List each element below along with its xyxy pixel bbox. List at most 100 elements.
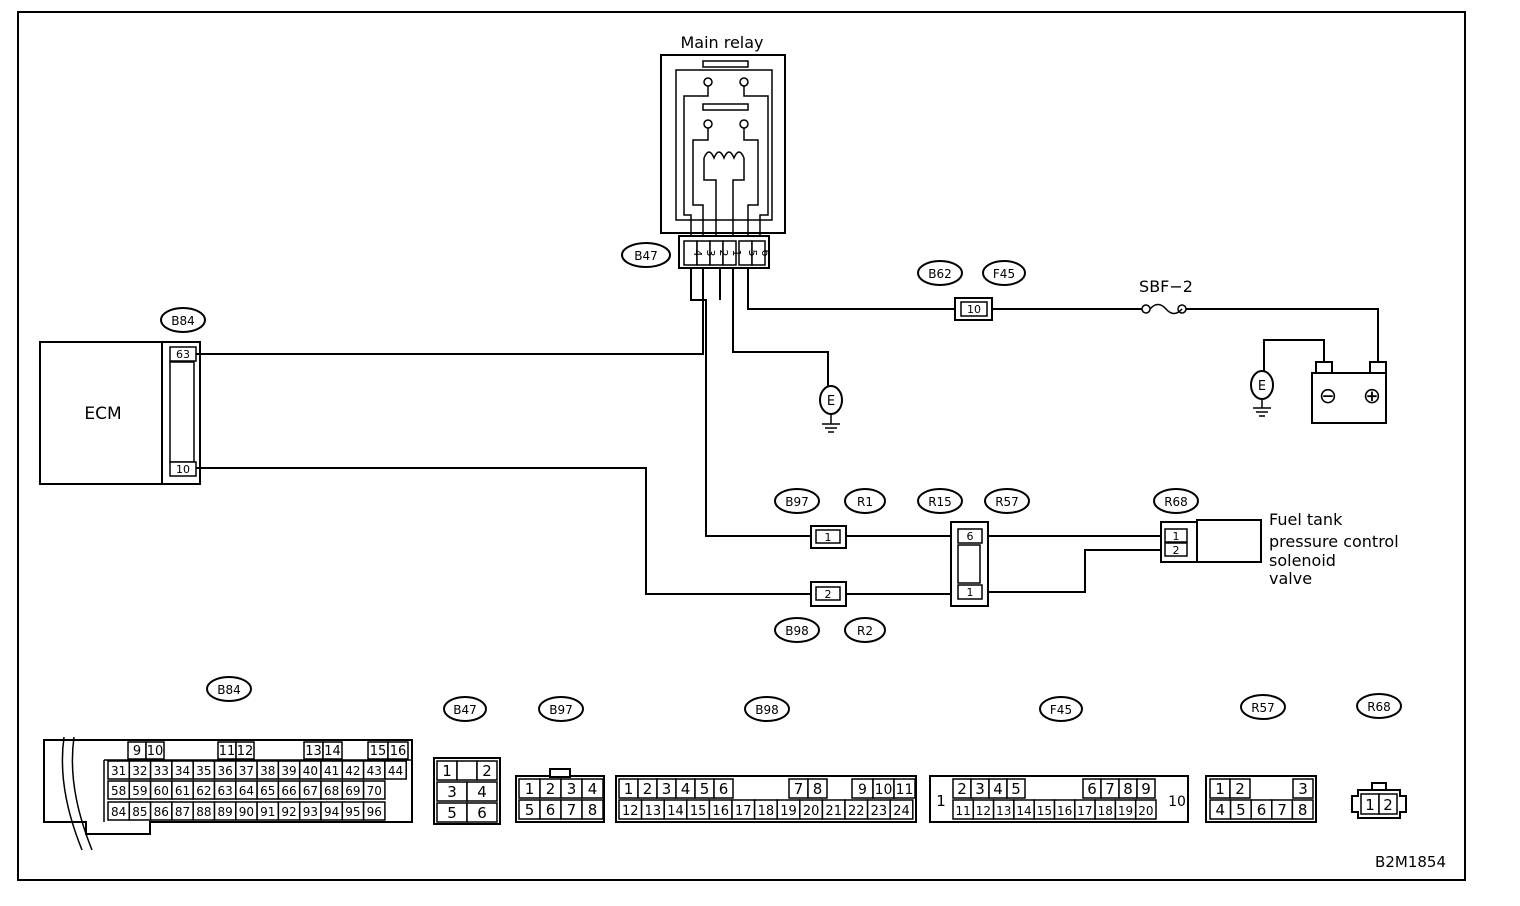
cv-b84-pin-66: 66	[281, 784, 296, 798]
svg-text:solenoid: solenoid	[1269, 551, 1336, 570]
cv-tag-r57: R57	[1240, 694, 1286, 720]
r15-r57-pin-1: 1	[967, 586, 974, 599]
svg-text:R57: R57	[1251, 701, 1275, 715]
cv-b84-cell	[362, 780, 386, 800]
cv-b98-pin-17: 17	[735, 804, 752, 819]
b47-pin-2: 2	[717, 250, 730, 257]
b47-pin-4: 4	[691, 250, 704, 257]
cv-r57-cell	[1229, 778, 1251, 799]
ecm-box	[39, 341, 163, 485]
cv-b84-pin-61: 61	[175, 784, 190, 798]
cv-f45-pin-15: 15	[1037, 804, 1052, 818]
svg-text:R68: R68	[1164, 495, 1188, 509]
cv-f45-pin-7: 7	[1105, 780, 1115, 798]
cv-b84-pin-88: 88	[196, 805, 211, 819]
cv-b84-pin-34: 34	[175, 764, 190, 778]
cv-b47-pin-2: 2	[482, 762, 492, 780]
cv-b84-pin-69: 69	[345, 784, 360, 798]
cv-f45-pin-20: 20	[1138, 804, 1153, 818]
tag-r2: R2	[844, 617, 886, 643]
b47-pins: 4 3 2 1 5 6	[683, 240, 772, 266]
tag-b47: B47	[621, 242, 671, 268]
cv-b98-pin-11: 11	[896, 782, 914, 798]
tag-b62: B62	[917, 260, 963, 286]
diagram-frame	[17, 11, 1466, 881]
cv-b84-pin-91: 91	[260, 805, 275, 819]
svg-text:valve: valve	[1269, 569, 1312, 588]
cv-b97-cell	[581, 799, 604, 820]
cv-b98-pin-16: 16	[712, 804, 729, 819]
cv-b84-pin-92: 92	[281, 805, 296, 819]
cv-f45-pin-1: 1	[936, 792, 946, 810]
cv-b97-pin-8: 8	[588, 801, 598, 819]
cv-b84-pin-37: 37	[239, 764, 254, 778]
cv-b84-pin-59: 59	[132, 784, 147, 798]
cv-b98-pin-3: 3	[662, 780, 672, 798]
cv-r57-pin-4: 4	[1216, 801, 1226, 819]
cv-tag-f45: F45	[1039, 696, 1083, 722]
svg-text:B62: B62	[928, 267, 952, 281]
cv-tag-r68: R68	[1356, 693, 1402, 719]
svg-text:F45: F45	[993, 267, 1015, 281]
cv-b98-pin-13: 13	[645, 804, 662, 819]
cv-b98-pin-9: 9	[858, 782, 867, 798]
battery-minus: ⊖	[1319, 384, 1337, 409]
battery	[1311, 361, 1387, 424]
cv-b84-pin-85: 85	[132, 805, 147, 819]
cv-r68-pin-1: 1	[1365, 796, 1375, 814]
cv-f45-pin-9: 9	[1141, 780, 1151, 798]
r15-r57-pin-6: 6	[967, 530, 974, 543]
cv-f45-pin-10: 10	[1168, 794, 1186, 810]
cv-b84-pin-70: 70	[367, 784, 382, 798]
solenoid-valve-box	[1196, 519, 1262, 563]
cv-b47-cells: 1 2 3 4 5 6	[436, 760, 498, 823]
cv-b98-pin-22: 22	[848, 804, 865, 819]
svg-text:E: E	[827, 394, 835, 409]
cv-b84-pin-36: 36	[218, 764, 233, 778]
cv-f45-pin-12: 12	[976, 804, 991, 818]
cv-b98-pin-10: 10	[875, 782, 893, 798]
cv-b97-pin-6: 6	[546, 801, 556, 819]
cv-b84-pin-93: 93	[303, 805, 318, 819]
cv-b84-pin-63: 63	[218, 784, 233, 798]
solenoid-valve-label: Fuel tank pressure control solenoid valv…	[1269, 510, 1399, 588]
tag-b98: B98	[774, 617, 820, 643]
svg-text:B98: B98	[785, 624, 809, 638]
cv-b84-pin-31: 31	[111, 764, 126, 778]
cv-b84-pin-35: 35	[196, 764, 211, 778]
cv-b84-pin-39: 39	[281, 764, 296, 778]
cv-b84-pin-86: 86	[154, 805, 169, 819]
sbf-label: SBF−2	[1139, 277, 1193, 296]
cv-b47-pin-3: 3	[447, 783, 457, 801]
cv-f45-pin-13: 13	[996, 804, 1011, 818]
svg-text:B98: B98	[755, 703, 779, 717]
main-relay	[660, 54, 786, 235]
cv-b98-pin-15: 15	[690, 804, 707, 819]
cv-f45-cell	[1136, 778, 1156, 799]
cv-b84-pin-96: 96	[367, 805, 382, 819]
cv-r57-pin-1: 1	[1215, 780, 1225, 798]
cv-f45-cell	[1134, 799, 1157, 820]
cv-b84-pin-58: 58	[111, 784, 126, 798]
cv-r57-cell	[1291, 799, 1314, 820]
cv-r57-pin-8: 8	[1298, 801, 1308, 819]
svg-text:B97: B97	[785, 495, 809, 509]
tag-r68: R68	[1153, 488, 1199, 514]
b98-r2-pin: 2	[825, 588, 832, 601]
battery-plus: ⊕	[1363, 384, 1381, 409]
cv-b98-cell	[893, 778, 916, 799]
cv-f45-pin-2: 2	[957, 780, 967, 798]
svg-text:B47: B47	[453, 703, 477, 717]
cv-b97-pin-5: 5	[525, 801, 535, 819]
tag-b97: B97	[774, 488, 820, 514]
cv-r57-pin-5: 5	[1236, 801, 1246, 819]
cv-r57-pin-7: 7	[1277, 801, 1287, 819]
